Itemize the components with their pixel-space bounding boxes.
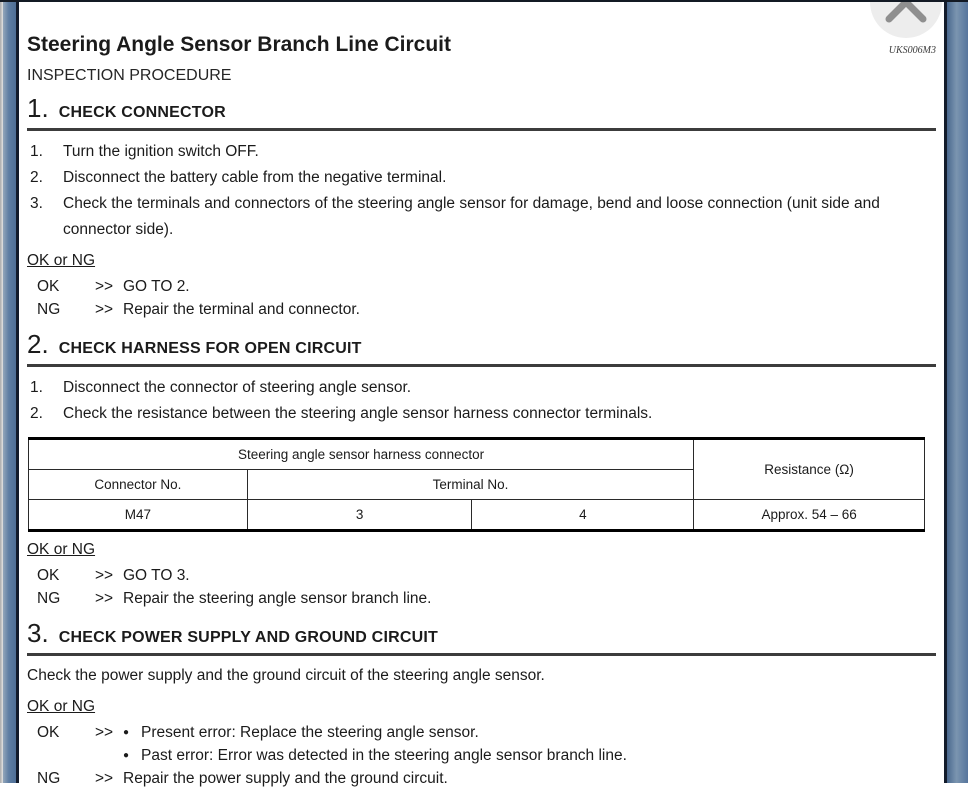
result-label: OK [37,278,60,295]
document-page: Steering Angle Sensor Branch Line Circui… [19,2,944,787]
step-row: 3. Check the terminals and connectors of… [27,191,936,243]
table-connector-header: Connector No. [28,469,248,500]
step-row: 1. Disconnect the connector of steering … [27,375,936,401]
result-row: NG >> Repair the power supply and the gr… [27,767,936,790]
result-label: OK [37,567,60,584]
ok-or-ng-label: OK or NG [27,252,96,269]
step-number: 1. [30,143,43,160]
step-number: 2. [30,405,43,422]
resistance-cell: Approx. 54 – 66 [693,499,925,531]
result-row: OK >> GO TO 3. [27,564,936,587]
result-label: NG [37,301,61,318]
ok-or-ng-label: OK or NG [27,698,96,715]
result-marker: >> [95,590,114,607]
window-right-border-line [944,0,947,783]
result-text: Past error: Error was detected in the st… [141,747,627,764]
terminal-a-cell: 3 [246,499,473,531]
step-number: 3. [30,195,43,212]
result-marker: >> [95,278,114,295]
section-title: CHECK CONNECTOR [58,104,226,121]
ok-or-ng-label: OK or NG [27,541,96,558]
doc-code: UKS006M3 [888,45,936,56]
connector-no-cell: M47 [28,499,248,531]
section-number: 3. [27,618,49,648]
result-text: GO TO 2. [123,278,190,295]
result-label: NG [37,590,61,607]
step-text: Disconnect the battery cable from the ne… [63,169,447,186]
close-button[interactable] [870,0,942,38]
section-title: CHECK HARNESS FOR OPEN CIRCUIT [58,340,362,357]
terminal-b-cell: 4 [471,499,695,531]
result-marker: >> [95,770,114,787]
page-subtitle: INSPECTION PROCEDURE [27,67,232,84]
result-marker: >> [95,567,114,584]
step-number: 2. [30,169,43,186]
table-resistance-header: Resistance (Ω) [693,438,925,500]
result-text: Repair the terminal and connector. [123,301,360,318]
result-text: Present error: Replace the steering angl… [141,724,479,741]
result-bullet-list: ● Present error: Replace the steering an… [123,721,936,767]
bullet-icon: ● [123,750,130,761]
section-2-heading: 2. CHECK HARNESS FOR OPEN CIRCUIT [27,330,936,358]
section-3-results: OK >> ● Present error: Replace the steer… [27,721,936,790]
section-rule [27,364,936,367]
window-top-edge [0,0,968,2]
window-left-outer-edge [0,0,3,783]
result-label: OK [37,724,60,741]
bullet-icon: ● [123,727,130,738]
section-number: 2. [27,329,49,359]
step-row: 2. Check the resistance between the stee… [27,401,936,427]
section-3-paragraph: Check the power supply and the ground ci… [27,667,545,684]
window-left-border [3,0,16,783]
step-row: 1. Turn the ignition switch OFF. [27,139,936,165]
result-text: GO TO 3. [123,567,190,584]
result-marker: >> [95,301,114,318]
result-row: OK >> ● Present error: Replace the steer… [27,721,936,767]
result-row: NG >> Repair the terminal and connector. [27,298,936,321]
resistance-spec-table: Steering angle sensor harness connector … [27,437,925,532]
table-terminal-header: Terminal No. [246,469,695,500]
bullet-line: ● Present error: Replace the steering an… [123,721,936,744]
section-1-results: OK >> GO TO 2. NG >> Repair the terminal… [27,275,936,321]
step-text: Check the resistance between the steerin… [63,405,653,422]
section-1-heading: 1. CHECK CONNECTOR [27,94,936,122]
window-right-border [947,0,968,783]
section-title: CHECK POWER SUPPLY AND GROUND CIRCUIT [58,629,438,646]
step-row: 2. Disconnect the battery cable from the… [27,165,936,191]
section-2-steps: 1. Disconnect the connector of steering … [27,375,936,427]
page-title: Steering Angle Sensor Branch Line Circui… [27,33,451,56]
step-text: Disconnect the connector of steering ang… [63,379,412,396]
title-row: Steering Angle Sensor Branch Line Circui… [27,33,936,57]
table-group-header: Steering angle sensor harness connector [27,438,695,470]
section-number: 1. [27,93,49,123]
section-rule [27,653,936,656]
result-row: OK >> GO TO 2. [27,275,936,298]
section-3-heading: 3. CHECK POWER SUPPLY AND GROUND CIRCUIT [27,619,936,647]
section-1-steps: 1. Turn the ignition switch OFF. 2. Disc… [27,139,936,243]
section-rule [27,128,936,131]
section-2-results: OK >> GO TO 3. NG >> Repair the steering… [27,564,936,610]
table-row: M47 3 4 Approx. 54 – 66 [28,499,925,531]
window-left-border-line [16,0,19,783]
result-marker: >> [95,724,114,741]
result-label: NG [37,770,61,787]
result-row: NG >> Repair the steering angle sensor b… [27,587,936,610]
result-text: Repair the steering angle sensor branch … [123,590,432,607]
step-text: Turn the ignition switch OFF. [63,143,259,160]
step-number: 1. [30,379,43,396]
step-text: Check the terminals and connectors of th… [63,195,880,238]
bullet-line: ● Past error: Error was detected in the … [123,744,936,767]
result-text: Repair the power supply and the ground c… [123,770,448,787]
